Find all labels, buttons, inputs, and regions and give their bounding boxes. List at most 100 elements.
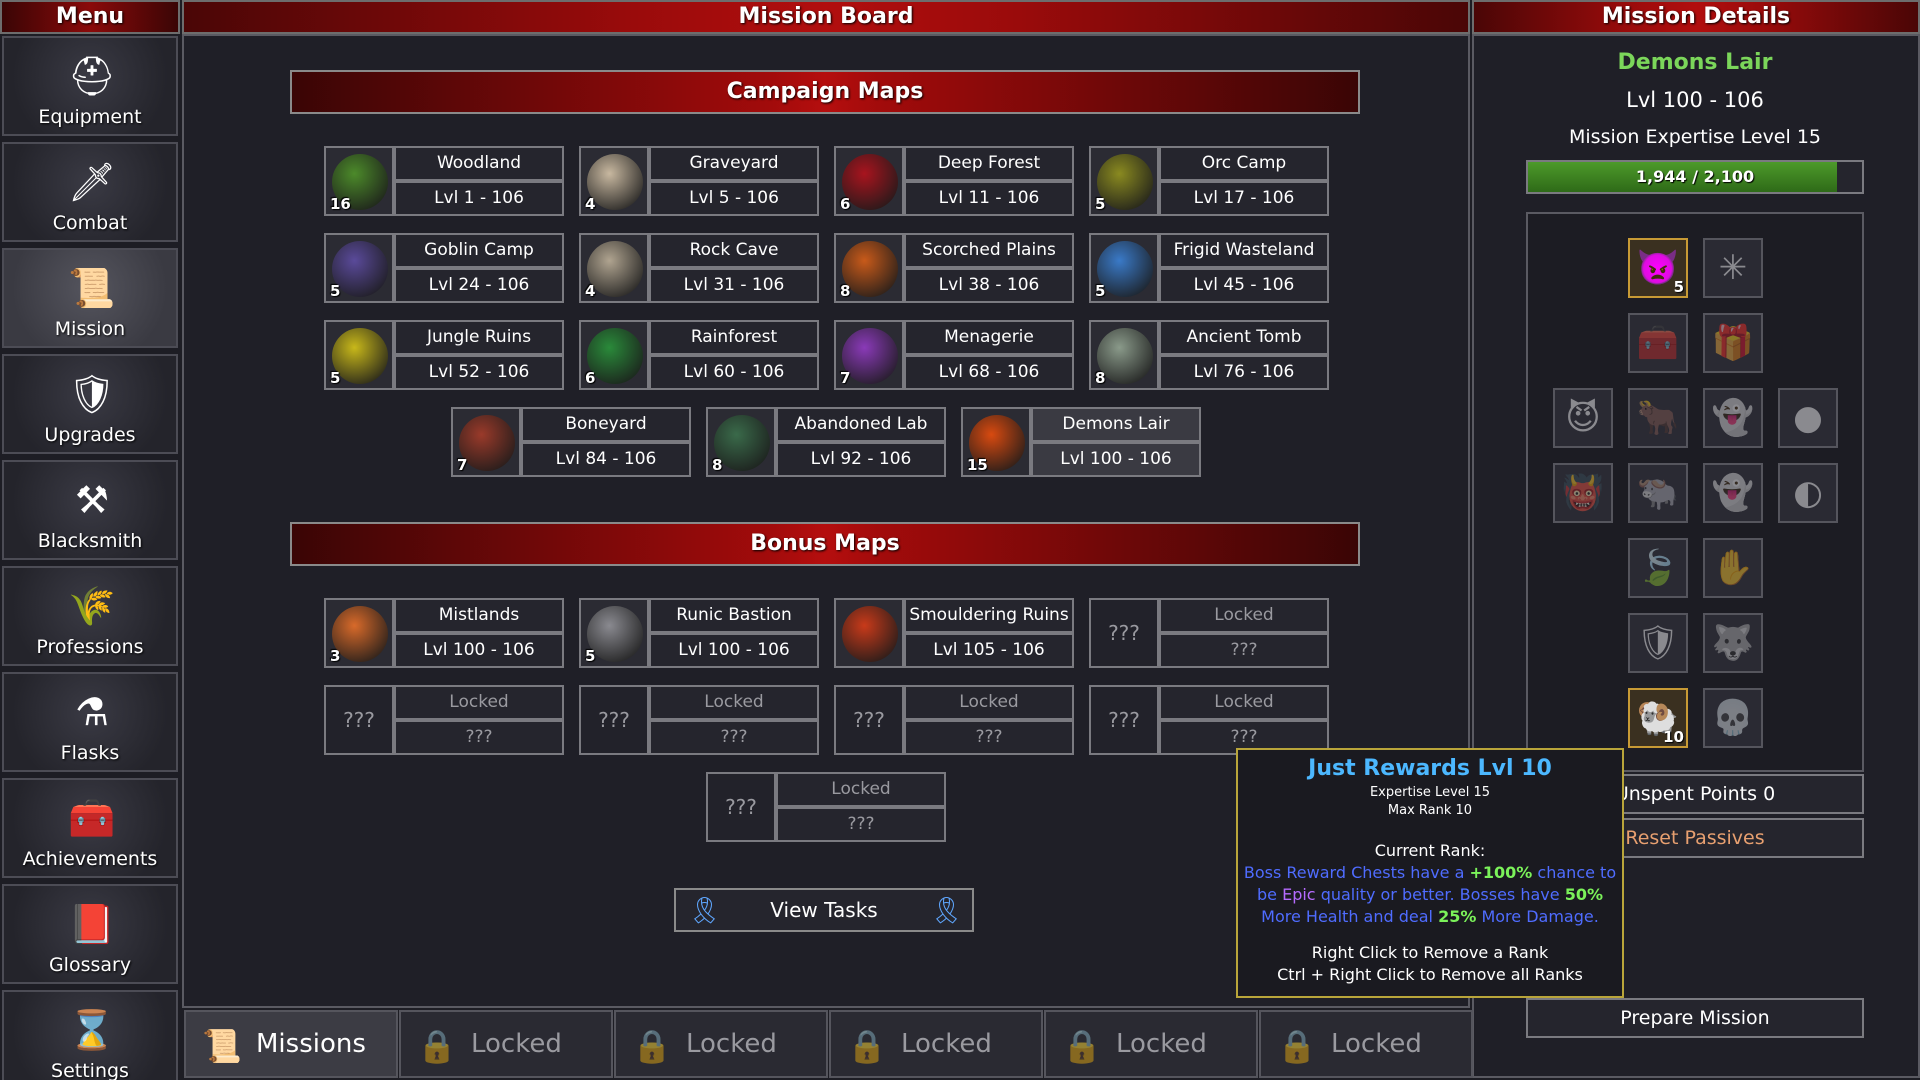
map-boss-portrait: 16	[324, 146, 394, 216]
passive-node[interactable]: 💀	[1703, 688, 1763, 748]
tab-locked[interactable]: 🔒Locked	[1044, 1010, 1258, 1078]
map-name-text: Menagerie	[944, 327, 1034, 347]
passive-node[interactable]: ✋	[1703, 538, 1763, 598]
map-level-range: Lvl 24 - 106	[394, 268, 564, 303]
sidebar-item-label: Achievements	[22, 848, 158, 870]
boss-face-icon	[714, 415, 770, 471]
sidebar-item-professions[interactable]: 🌾Professions	[2, 566, 178, 666]
tooltip-desc-text: Boss Reward Chests have a	[1243, 863, 1470, 882]
map-expertise-level: 5	[330, 369, 341, 387]
passive-node[interactable]: ●	[1778, 388, 1838, 448]
tab-locked[interactable]: 🔒Locked	[399, 1010, 613, 1078]
passive-node[interactable]: ✳	[1703, 238, 1763, 298]
sidebar-item-upgrades[interactable]: 🛡Upgrades	[2, 354, 178, 454]
map-name-text: Boneyard	[565, 414, 647, 434]
passive-node[interactable]: 👻	[1703, 463, 1763, 523]
mission-board-header-label: Mission Board	[738, 4, 914, 29]
tab-locked[interactable]: 🔒Locked	[1259, 1010, 1473, 1078]
expertise-progress-text: 1,944 / 2,100	[1635, 167, 1755, 186]
map-name-text: Orc Camp	[1201, 153, 1287, 173]
passive-node[interactable]: 👻	[1703, 388, 1763, 448]
map-name-text: Rainforest	[690, 327, 778, 347]
sidebar-item-flasks[interactable]: ⚗Flasks	[2, 672, 178, 772]
passive-node[interactable]: 🎁	[1703, 313, 1763, 373]
passive-node[interactable]: 🧰	[1628, 313, 1688, 373]
map-expertise-level: 3	[330, 647, 341, 665]
mission-board-header: Mission Board	[182, 0, 1470, 34]
passive-node[interactable]: 👹	[1553, 463, 1613, 523]
sidebar-item-equipment[interactable]: ⛑Equipment	[2, 36, 178, 136]
map-card-locked[interactable]: ???Locked???	[1089, 598, 1329, 668]
passive-node[interactable]: 😈	[1553, 388, 1613, 448]
scroll-icon: 📜	[68, 265, 116, 310]
map-card-locked[interactable]: ???Locked???	[706, 772, 946, 842]
sidebar-item-settings[interactable]: ⌛Settings	[2, 990, 178, 1080]
boss-face-icon	[842, 328, 898, 384]
passive-node[interactable]: 🐺	[1703, 613, 1763, 673]
expertise-progress-fill	[1528, 162, 1838, 192]
tooltip-desc-value: 25%	[1438, 907, 1477, 926]
sidebar-item-label: Settings	[51, 1060, 129, 1080]
tab-locked[interactable]: 🔒Locked	[829, 1010, 1043, 1078]
sidebar-item-blacksmith[interactable]: ⚒Blacksmith	[2, 460, 178, 560]
prepare-mission-button[interactable]: Prepare Mission	[1526, 998, 1864, 1038]
map-boss-portrait: 15	[961, 407, 1031, 477]
locked-portrait-text: ???	[598, 708, 630, 732]
passive-node[interactable]: ◐	[1778, 463, 1838, 523]
map-level-range: ???	[1159, 633, 1329, 668]
view-tasks-button[interactable]: 🎗 View Tasks 🎗	[674, 888, 974, 932]
map-card-locked[interactable]: ???Locked???	[324, 685, 564, 755]
map-level-range: Lvl 31 - 106	[649, 268, 819, 303]
map-name: Scorched Plains	[904, 233, 1074, 268]
map-level-range: Lvl 11 - 106	[904, 181, 1074, 216]
mission-level-range: Lvl 100 - 106	[1626, 88, 1764, 112]
map-level-range-text: Lvl 100 - 106	[678, 640, 790, 660]
passive-node[interactable]: 🍃	[1628, 538, 1688, 598]
map-expertise-level: 5	[330, 282, 341, 300]
tab-missions[interactable]: 📜Missions	[184, 1010, 398, 1078]
sidebar-item-mission[interactable]: 📜Mission	[2, 248, 178, 348]
map-name: Locked	[394, 685, 564, 720]
shield-icon: 🛡	[1636, 623, 1680, 663]
map-boss-portrait: 6	[834, 146, 904, 216]
map-card-locked[interactable]: ???Locked???	[579, 685, 819, 755]
sidebar-item-combat[interactable]: 🗡Combat	[2, 142, 178, 242]
boss-face-icon	[1097, 241, 1153, 297]
passive-node[interactable]: 🐏10	[1628, 688, 1688, 748]
passive-node[interactable]: 🐂	[1628, 388, 1688, 448]
map-level-range-text: Lvl 11 - 106	[938, 188, 1040, 208]
claw-icon: ✋	[1711, 548, 1755, 588]
passive-node[interactable]: 👿5	[1628, 238, 1688, 298]
sidebar-item-achievements[interactable]: 🧰Achievements	[2, 778, 178, 878]
passive-node[interactable]: 🛡	[1628, 613, 1688, 673]
demon-head-icon: 😈	[1565, 398, 1601, 438]
boss-face-icon	[842, 241, 898, 297]
map-card-locked[interactable]: ???Locked???	[834, 685, 1074, 755]
map-card-locked[interactable]: ???Locked???	[1089, 685, 1329, 755]
fire-bull-icon: 🐃	[1636, 473, 1680, 513]
map-level-range: Lvl 92 - 106	[776, 442, 946, 477]
mission-details-header: Mission Details	[1472, 0, 1920, 34]
lock-icon: 🔒	[1062, 1027, 1102, 1065]
tab-locked[interactable]: 🔒Locked	[614, 1010, 828, 1078]
sidebar-item-glossary[interactable]: 📕Glossary	[2, 884, 178, 984]
passive-node[interactable]: 🐃	[1628, 463, 1688, 523]
